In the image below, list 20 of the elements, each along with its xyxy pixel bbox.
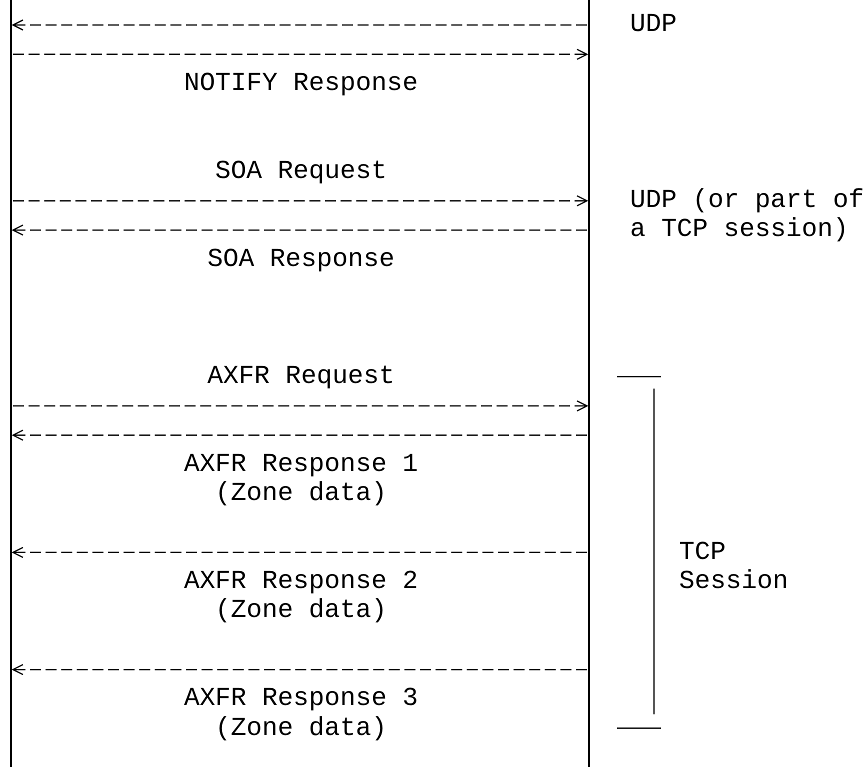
- arrow: [13, 400, 588, 412]
- lifeline: [10, 0, 12, 767]
- arrow: [12, 19, 587, 31]
- protocol-note: UDP (or part of a TCP session): [630, 186, 866, 245]
- edge-label: SOA Request: [214, 156, 388, 186]
- arrow: [12, 430, 587, 441]
- edge-label: NOTIFY Response: [182, 68, 420, 98]
- arrow: [12, 546, 587, 558]
- edge-label: SOA Response: [206, 244, 396, 274]
- arrow: [12, 664, 587, 676]
- protocol-note: TCP Session: [679, 538, 790, 596]
- arrow: [12, 224, 587, 236]
- edge-label: AXFR Request: [206, 362, 396, 392]
- protocol-note: UDP: [630, 10, 678, 40]
- arrow: [13, 48, 588, 60]
- edge-label: AXFR Response 1 (Zone data): [182, 450, 420, 508]
- edge-label: AXFR Response 2 (Zone data): [182, 567, 420, 626]
- edge-label: AXFR Response 3 (Zone data): [182, 684, 420, 743]
- arrow: [13, 195, 588, 206]
- lifeline: [588, 0, 590, 767]
